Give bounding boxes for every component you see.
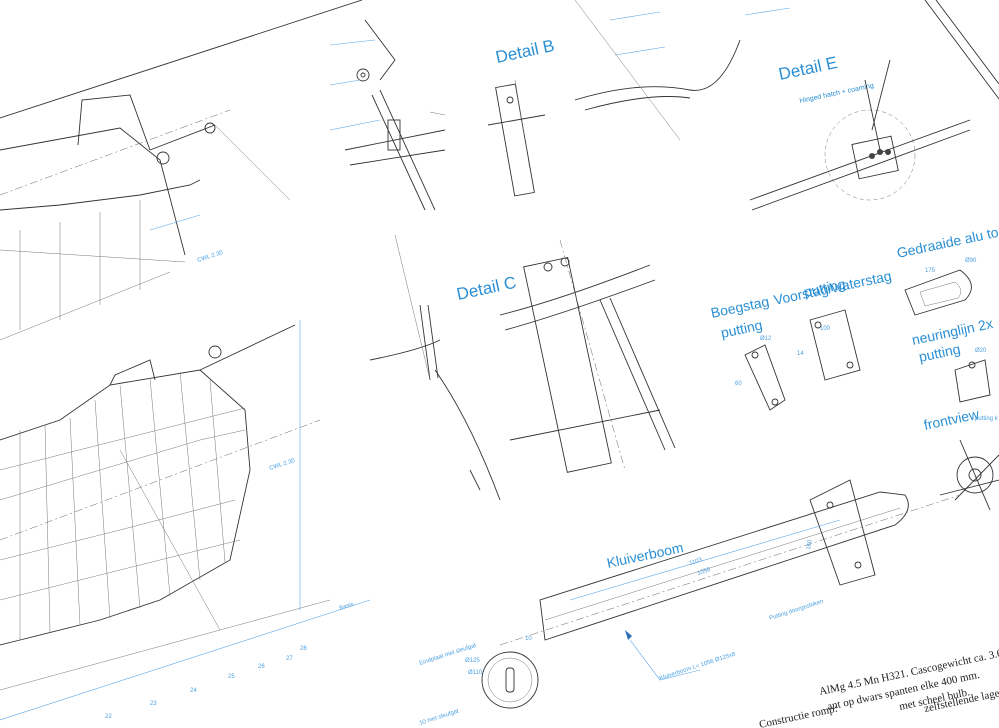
- gedraaide-title: Gedraaide alu top: [895, 222, 999, 261]
- detail-d-hull-section: [574, 0, 741, 141]
- cwl-label-top: CWL 2.30: [197, 250, 225, 264]
- putting-k-label: putting k: [975, 416, 999, 422]
- kluiverboom-dimension: Kluiverboom L= 1056 Ø125x8: [659, 651, 737, 681]
- voorstag-putting: Voorstag/waterstag putting 100 14: [772, 267, 893, 381]
- eindplaat: Eindplaat met sleufgat Ø125 Ø110 10 met …: [419, 643, 539, 727]
- gedraaide-alu-top: Gedraaide alu top 175 Ø90: [895, 222, 999, 316]
- detail-c-title: Detail C: [455, 273, 518, 304]
- dim-175: 175: [925, 268, 936, 274]
- construction-notes: Constructie romp: AlMg 4.5 Mn H321. Casc…: [758, 643, 999, 728]
- boegstag-title: Boegstag: [709, 293, 770, 321]
- frame-number: 22: [105, 714, 112, 720]
- hull-profile-view: CWL 2.30 Basis 22 23 24 25 26 27 28: [0, 320, 371, 721]
- cwl-label-mid: CWL 2.30: [269, 458, 297, 472]
- dim-14: 14: [797, 351, 804, 357]
- dim-20: Ø20: [975, 348, 987, 354]
- frame-number: 24: [190, 688, 197, 694]
- frame-number: 23: [150, 701, 157, 707]
- neuringlijn-putting: neuringlijn 2x putting Ø20: [910, 315, 994, 403]
- detail-c: Detail C: [369, 234, 676, 501]
- frame-number: 26: [258, 664, 265, 670]
- dim-160: 160: [806, 539, 814, 551]
- detail-b: Detail B: [487, 36, 556, 197]
- dim-100: 100: [820, 326, 831, 332]
- frame-number: 27: [286, 656, 293, 662]
- frame-number: 25: [228, 674, 235, 680]
- detail-e-title: Detail E: [777, 53, 839, 84]
- frame-number: 28: [300, 646, 307, 652]
- sheet-border: [0, 0, 999, 119]
- dim-60-boegstag: 60: [735, 381, 742, 387]
- dim-1103: 1103: [689, 557, 704, 567]
- detail-b-title: Detail B: [494, 36, 556, 67]
- frontview-title: frontview: [922, 405, 981, 432]
- dim-110: Ø110: [468, 670, 483, 676]
- dim-90: Ø90: [965, 258, 977, 264]
- boegstag-putting: Boegstag putting Ø12 60: [709, 293, 786, 411]
- dim-12-boegstag: Ø12: [760, 336, 772, 342]
- detail-e: Detail E Hinged hatch + coaming: [744, 7, 971, 211]
- kluiverboom: Kluiverboom 1103 1058 160 10 Putting doo…: [499, 479, 961, 682]
- hinged-hatch-label: Hinged hatch + coaming: [799, 82, 875, 105]
- hull-plan-view: CWL 2.30: [0, 94, 291, 341]
- dim-1058: 1058: [697, 567, 712, 577]
- boegstag-subtitle: putting: [719, 317, 763, 341]
- frontview: frontview putting k: [922, 405, 999, 511]
- detail-a-bolt: [329, 19, 446, 211]
- dim-10: 10: [525, 636, 532, 642]
- frame-numbers: 22 23 24 25 26 27 28: [105, 646, 307, 720]
- basis-label: Basis: [339, 602, 355, 612]
- dim-125: Ø125: [465, 658, 480, 664]
- kluiverboom-title: Kluiverboom: [605, 539, 684, 571]
- eindplaat-label-2: 10 met sleufgat: [419, 708, 460, 726]
- putting-doorgesloken: Putting doorgesloken: [769, 599, 824, 622]
